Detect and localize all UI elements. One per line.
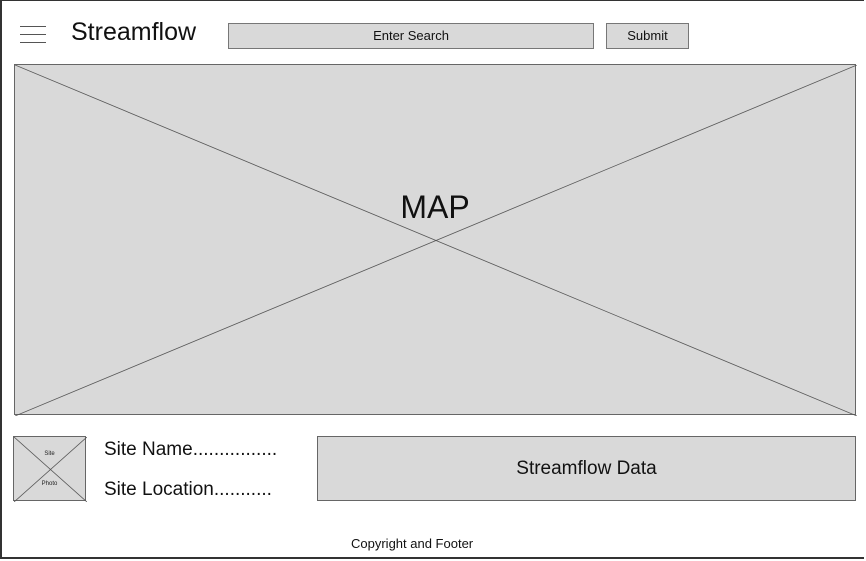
footer-text: Copyright and Footer [351,536,474,551]
map-placeholder[interactable]: MAP [14,64,857,416]
site-location-label: Site Location........... [104,479,272,500]
search-input[interactable]: Enter Search [228,23,594,49]
streamflow-data-panel[interactable]: Streamflow Data [317,436,856,501]
photo-label-bottom: Photo [41,481,58,487]
submit-button[interactable]: Submit [606,23,689,49]
map-label: MAP [400,189,470,225]
photo-crossed-box [14,437,87,502]
map-crossed-box [15,65,857,416]
app-title: Streamflow [71,18,197,46]
site-name-label: Site Name................ [104,439,278,460]
site-photo-placeholder: Site Photo [13,436,87,502]
photo-label-top: Site [44,451,55,457]
hamburger-menu-icon[interactable] [20,26,46,44]
